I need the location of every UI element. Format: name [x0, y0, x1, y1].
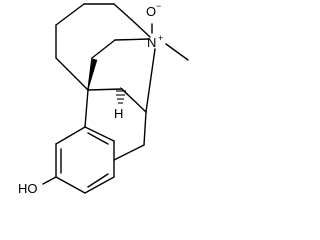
- nitrogen-charge-label: +: [158, 33, 163, 43]
- bond-ar7-ar1: [55, 126, 86, 145]
- bond-ar-oh: [42, 176, 57, 185]
- bond-c11-n: [145, 48, 156, 113]
- bond-lines: [42, 3, 189, 194]
- bond-c3-c4: [133, 21, 151, 38]
- bond-c11-c12: [143, 111, 147, 146]
- bond-n-methyl: [165, 43, 189, 61]
- bond-c7-c10: [87, 88, 123, 91]
- oxide-oxygen-label: O: [146, 4, 156, 19]
- bond-ar-inner-2: [87, 132, 109, 145]
- hashed-bond-h: [116, 90, 126, 104]
- wedge-bond-bridgehead: [87, 58, 98, 91]
- hydroxyl-label: HO: [18, 181, 38, 196]
- bond-c7-ar: [84, 89, 89, 128]
- bond-ar5-ar6: [55, 176, 86, 194]
- bond-c2-c3: [113, 3, 135, 23]
- bond-c9-n: [114, 38, 150, 41]
- nitrogen-label: N: [147, 35, 156, 50]
- bond-ar4-ar5: [84, 176, 115, 194]
- wedge-bond-c11: [119, 86, 147, 113]
- bond-c6-c7: [55, 57, 89, 91]
- bond-c12-ar: [113, 144, 145, 161]
- bond-c8-c9: [91, 39, 116, 59]
- bond-ar-inner-3: [87, 173, 109, 188]
- stereo-hydrogen-label: H: [114, 106, 123, 121]
- bond-c1-c5: [55, 3, 85, 26]
- morphinan-n-oxide-structure: O − N + H HO: [18, 1, 189, 196]
- bond-ar1-ar2: [84, 126, 115, 142]
- oxide-charge-label: −: [156, 1, 161, 11]
